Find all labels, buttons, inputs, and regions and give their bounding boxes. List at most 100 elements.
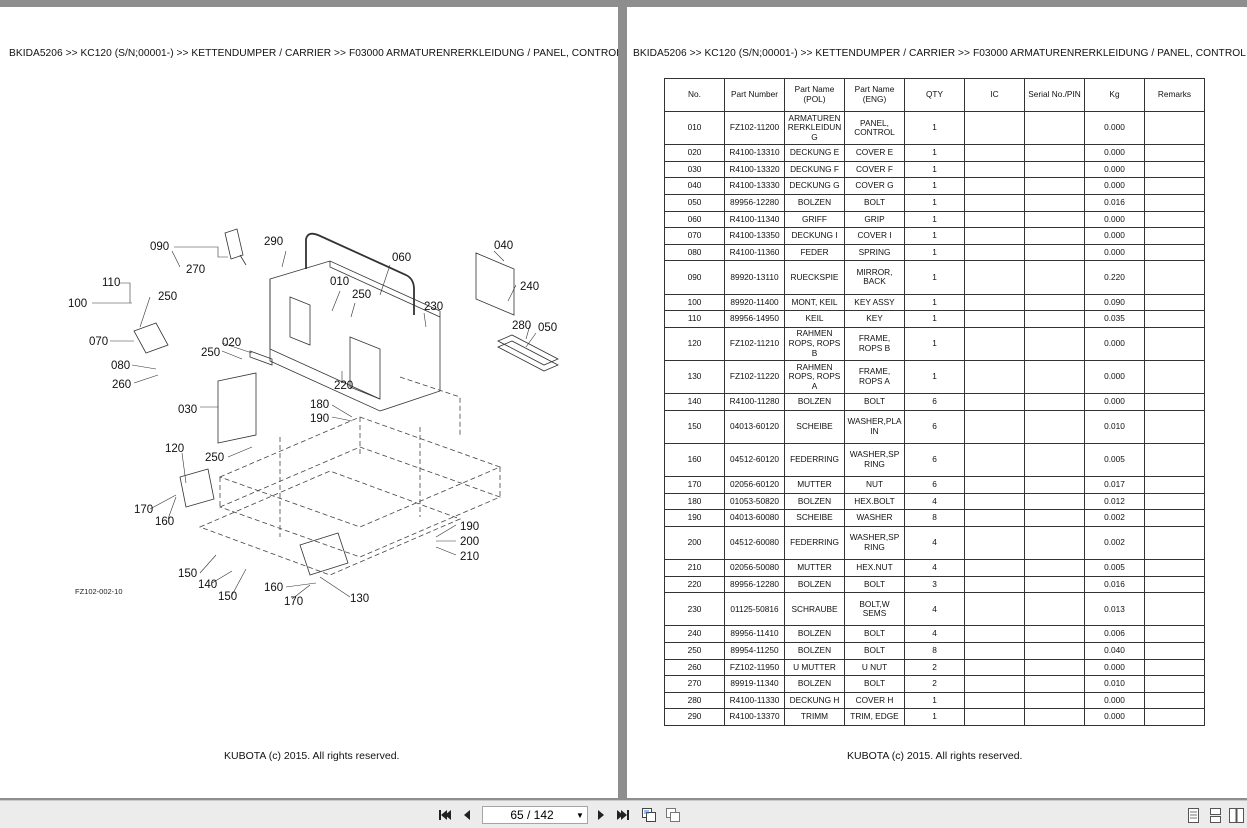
- cell-kg: 0.000: [1084, 393, 1145, 411]
- cell-part-name-eng: BOLT: [844, 193, 905, 212]
- cell-part-number: 89954-11250: [724, 642, 785, 660]
- print-button[interactable]: [664, 806, 682, 824]
- callout-label: 250: [201, 347, 220, 359]
- cell-part-name-pol: SCHEIBE: [784, 409, 845, 444]
- cell-serial: [1024, 227, 1085, 245]
- cell-serial: [1024, 625, 1085, 643]
- cell-part-number: 04013-60120: [724, 409, 785, 444]
- cell-kg: 0.000: [1084, 243, 1145, 262]
- cell-no: 040: [664, 177, 725, 195]
- cell-qty: 6: [904, 476, 965, 494]
- cell-kg: 0.000: [1084, 326, 1145, 361]
- cell-ic: [964, 708, 1025, 726]
- callout-label: 250: [205, 452, 224, 464]
- viewer-toolbar: 65 / 142 ▼: [0, 800, 1247, 828]
- chevron-down-icon: ▼: [576, 810, 584, 820]
- cell-ic: [964, 260, 1025, 295]
- cell-kg: 0.005: [1084, 559, 1145, 577]
- cell-remarks: [1144, 210, 1205, 229]
- cell-ic: [964, 227, 1025, 245]
- cell-remarks: [1144, 525, 1205, 561]
- first-page-button[interactable]: [436, 806, 454, 824]
- page-footer: KUBOTA (c) 2015. All rights reserved.: [847, 750, 1023, 762]
- cell-serial: [1024, 326, 1085, 361]
- cell-part-number: 01053-50820: [724, 492, 785, 511]
- cell-serial: [1024, 409, 1085, 444]
- cell-qty: 2: [904, 675, 965, 693]
- callout-label: 260: [112, 379, 131, 391]
- cell-part-name-eng: WASHER: [844, 509, 905, 527]
- cell-part-name-pol: MONT, KEIL: [784, 293, 845, 312]
- header-ic: IC: [964, 78, 1025, 112]
- cell-remarks: [1144, 691, 1205, 710]
- callout-label: 170: [284, 596, 303, 608]
- cell-kg: 0.040: [1084, 642, 1145, 660]
- cell-part-name-eng: FRAME, ROPS B: [844, 326, 905, 361]
- cell-part-name-pol: FEDER: [784, 243, 845, 262]
- callout-label: 170: [134, 504, 153, 516]
- cell-part-name-eng: HEX.NUT: [844, 559, 905, 577]
- cell-ic: [964, 210, 1025, 229]
- two-page-view-button[interactable]: [1228, 806, 1244, 824]
- cell-part-name-eng: BOLT: [844, 625, 905, 643]
- cell-remarks: [1144, 625, 1205, 643]
- cell-qty: 1: [904, 193, 965, 212]
- cell-part-name-pol: FEDERRING: [784, 525, 845, 561]
- last-page-button[interactable]: [614, 806, 632, 824]
- single-page-view-button[interactable]: [1186, 806, 1200, 824]
- prev-page-button[interactable]: [460, 806, 474, 824]
- cell-no: 100: [664, 293, 725, 312]
- cell-serial: [1024, 575, 1085, 594]
- cell-kg: 0.035: [1084, 310, 1145, 328]
- cell-kg: 0.000: [1084, 177, 1145, 195]
- page-left: BKIDA5206 >> KC120 (S/N;00001-) >> KETTE…: [0, 7, 618, 798]
- continuous-view-button[interactable]: [1208, 806, 1222, 824]
- cell-part-name-pol: BOLZEN: [784, 625, 845, 643]
- cell-serial: [1024, 691, 1085, 710]
- cell-kg: 0.220: [1084, 260, 1145, 295]
- cell-qty: 1: [904, 310, 965, 328]
- cell-part-name-pol: DECKUNG I: [784, 227, 845, 245]
- copy-button[interactable]: [640, 806, 658, 824]
- cell-part-number: R4100-11340: [724, 210, 785, 229]
- cell-qty: 1: [904, 691, 965, 710]
- cell-no: 140: [664, 393, 725, 411]
- cell-remarks: [1144, 293, 1205, 312]
- cell-part-number: 89956-12280: [724, 575, 785, 594]
- cell-part-number: 89920-11400: [724, 293, 785, 312]
- cell-serial: [1024, 193, 1085, 212]
- callout-label: 180: [310, 399, 329, 411]
- callout-label: 150: [218, 591, 237, 603]
- cell-remarks: [1144, 393, 1205, 411]
- cell-part-name-eng: NUT: [844, 476, 905, 494]
- next-page-button[interactable]: [594, 806, 608, 824]
- callout-label: 060: [392, 252, 411, 264]
- page-number-select[interactable]: 65 / 142 ▼: [482, 806, 588, 824]
- cell-qty: 1: [904, 144, 965, 162]
- cell-kg: 0.005: [1084, 442, 1145, 478]
- cell-part-name-pol: BOLZEN: [784, 393, 845, 411]
- cell-no: 090: [664, 260, 725, 295]
- cell-part-number: 04512-60120: [724, 442, 785, 478]
- cell-part-name-eng: BOLT: [844, 675, 905, 693]
- cell-serial: [1024, 592, 1085, 627]
- cell-kg: 0.006: [1084, 625, 1145, 643]
- cell-part-number: FZ102-11220: [724, 359, 785, 395]
- callout-label: 050: [538, 322, 557, 334]
- cell-qty: 1: [904, 110, 965, 146]
- cell-serial: [1024, 476, 1085, 494]
